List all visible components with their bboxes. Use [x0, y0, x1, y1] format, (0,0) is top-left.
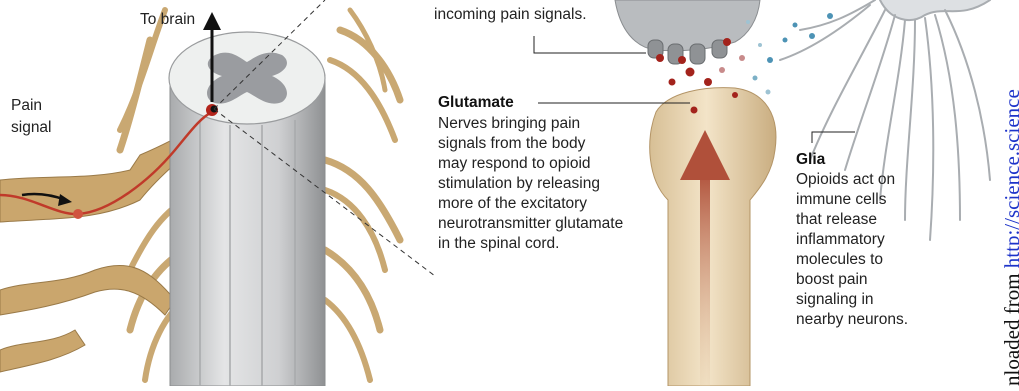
glutamate-title: Glutamate — [438, 93, 514, 113]
glutamate-text-2: signals from the body — [438, 134, 585, 154]
postsynaptic-terminal — [650, 88, 776, 386]
source-link[interactable]: http://science.science — [1000, 89, 1019, 268]
glia-text-6: boost pain — [796, 270, 868, 290]
pain-signal-label-line-2: signal — [11, 118, 52, 138]
glia-text-1: Opioids act on — [796, 170, 895, 190]
glia-text-2: immune cells — [796, 190, 886, 210]
pain-signal-label-line-1: Pain — [11, 96, 42, 116]
glia-text-4: inflammatory — [796, 230, 885, 250]
glia-text-5: molecules to — [796, 250, 883, 270]
glutamate-text-3: may respond to opioid — [438, 154, 591, 174]
glutamate-text-4: stimulation by releasing — [438, 174, 600, 194]
glutamate-text-7: in the spinal cord. — [438, 234, 560, 254]
to-brain-label: To brain — [140, 10, 195, 30]
download-prefix: nloaded from — [1000, 268, 1019, 386]
glutamate-text-1: Nerves bringing pain — [438, 114, 580, 134]
glutamate-text-6: neurotransmitter glutamate — [438, 214, 623, 234]
lower-nerve-2 — [0, 330, 85, 372]
lower-nerve — [0, 265, 175, 315]
download-source-note: nloaded from http://science.science — [1000, 89, 1019, 386]
incoming-signals-caption: incoming pain signals. — [434, 5, 587, 25]
presynaptic-neuron — [615, 0, 760, 64]
glia-text-3: that release — [796, 210, 877, 230]
glia-title: Glia — [796, 150, 825, 170]
spinal-cord — [169, 32, 325, 386]
glia-text-8: nearby neurons. — [796, 310, 908, 330]
glia-text-7: signaling in — [796, 290, 874, 310]
glutamate-text-5: more of the excitatory — [438, 194, 587, 214]
